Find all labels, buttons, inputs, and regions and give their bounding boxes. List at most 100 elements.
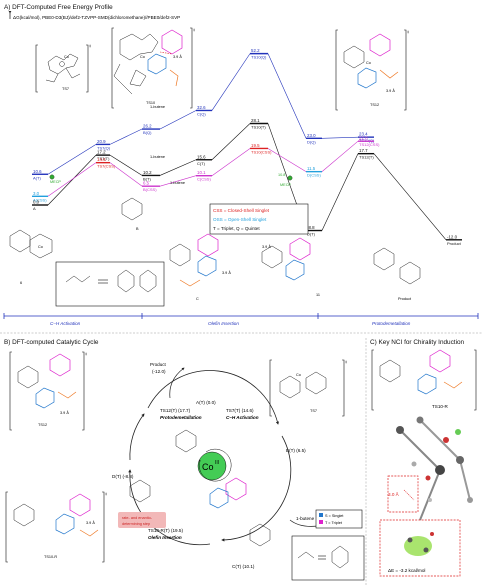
cycle-ts10r-label: TS10-R <box>44 555 57 559</box>
svg-text:Co: Co <box>366 61 371 65</box>
cycle-ts12-distance: 3.9 Å <box>60 410 69 415</box>
butene-label-3: 1-butene <box>170 181 185 185</box>
catalytic-cycle: Product (-12.0) 1-butene Co III TS12(T) … <box>112 362 319 569</box>
spin-legend: CSS = Closed-Shell Singlet OSS = Open-Sh… <box>209 203 309 235</box>
svg-text:‡: ‡ <box>105 492 107 496</box>
level-name-17: D(T) <box>307 232 316 237</box>
ts10-label: TS10 <box>146 101 155 105</box>
int-a-label: 6 <box>20 281 22 285</box>
level-name-4: TS7(T) <box>97 156 110 161</box>
panel-b-title: B) DFT-computed Catalytic Cycle <box>4 339 99 346</box>
butene-label-1: 1-butene <box>150 105 165 109</box>
level-value-17: -8.8 <box>307 225 315 230</box>
panel-a: A) DFT-Computed Free Energy Profile ΔG(k… <box>3 4 479 326</box>
nci-3d-model: 3.0 Å ΔE = -3.2 kcal/mol <box>379 416 473 577</box>
level-value-16: 11.5 <box>307 166 316 171</box>
intermediate-structures: Co 6 B 3.9 Å C 3.9 Å 11 Product <box>9 197 421 301</box>
connector-2-4 <box>267 148 307 172</box>
level-name-16: D(CSS) <box>307 173 321 178</box>
svg-text:Co: Co <box>140 55 145 59</box>
int-d-distance: 3.9 Å <box>262 244 271 249</box>
level-name-19: TS12(CSS) <box>359 142 380 147</box>
connector-2-0 <box>47 162 97 197</box>
level-value-10: 15.6 <box>197 154 206 159</box>
cycle-ts7-label: TS7 <box>310 409 317 413</box>
level-value-20: 17.7 <box>359 148 368 153</box>
connector-2-3 <box>211 148 251 176</box>
panel-c: C) Key NCI for Chirality Induction TS10-… <box>370 339 477 577</box>
int-d-label: 11 <box>316 293 320 297</box>
product-structure-label: Product <box>398 297 412 301</box>
level-value-13: 28.1 <box>251 118 260 123</box>
connector-2-1 <box>109 162 143 187</box>
panel-a-title: A) DFT-Computed Free Energy Profile <box>4 4 113 11</box>
connector-1-0 <box>47 154 97 206</box>
level-value-5: 14.6 <box>97 157 106 162</box>
level-name-3: TS7(Q) <box>97 145 111 150</box>
connector-0-2 <box>159 110 197 130</box>
ts12-label: TS12 <box>370 103 379 107</box>
level-name-11: C(CSS) <box>197 177 211 182</box>
section-olefin-insertion: Olefin Insertion <box>208 321 239 326</box>
ts10-distance: 3.9 Å <box>173 54 182 59</box>
level-name-15: D(Q) <box>307 139 316 144</box>
level-name-7: B(Q) <box>143 130 152 135</box>
ts7-label: TS7 <box>62 87 69 91</box>
rate-note-line1: rate- and enantio- <box>122 516 153 520</box>
svg-text:Co: Co <box>64 55 69 59</box>
level-name-14: TS10(CSS) <box>251 149 272 154</box>
level-name-8: B(T) <box>143 176 151 181</box>
mecp-value: 10.8 <box>278 173 285 177</box>
nci-energy: ΔE = -3.2 kcal/mol <box>388 568 425 573</box>
point-b: B(T) (6.5) <box>286 448 306 453</box>
legend-css: CSS = Closed-Shell Singlet <box>213 208 270 213</box>
level-name-10: C(T) <box>197 161 206 166</box>
connector-0-3 <box>211 53 251 111</box>
level-value-7: 26.2 <box>143 124 152 129</box>
svg-text:‡: ‡ <box>193 28 195 32</box>
svg-text:Co: Co <box>38 245 43 249</box>
connector-2-2 <box>159 175 197 187</box>
level-name-13: TS10(T) <box>251 125 266 130</box>
cycle-center-oxidation: III <box>215 460 219 466</box>
cycle-product-label: Product <box>150 362 167 367</box>
connector-0-4 <box>267 53 307 139</box>
level-name-5: TS7(CSS) <box>97 164 116 169</box>
connector-0-1 <box>109 128 143 145</box>
mecp-markers: MECP 10.8 MECP <box>49 173 293 187</box>
mecp-label-2: MECP <box>280 183 291 187</box>
level-value-19: 22.0 <box>359 136 368 141</box>
section-bar: C–H Activation Olefin Insertion Protodem… <box>3 313 479 326</box>
butene-label-2: 1-butene <box>150 155 165 159</box>
level-name-6: B(CSS) <box>143 187 157 192</box>
step-ts12: TS12(T) (17.7) <box>160 408 191 413</box>
legend-triplet-b: T = Triplet <box>325 521 343 525</box>
step-ts7: TS7(T) (14.6) <box>226 408 254 413</box>
level-value-8: 10.2 <box>143 170 152 175</box>
level-value-4: 17.2 <box>97 150 106 155</box>
level-value-1: 3.0 <box>33 191 40 196</box>
section-ch-activation: C–H Activation <box>50 321 81 326</box>
svg-text:‡: ‡ <box>345 360 347 364</box>
panel-c-ts-label: TS10-R <box>432 404 449 409</box>
point-d: D(T) (-8.8) <box>112 474 134 479</box>
level-name-0: A(T) <box>33 175 41 180</box>
rate-note: rate- and enantio- determining step <box>118 512 166 528</box>
connector-1-1 <box>109 154 143 176</box>
level-value-21: -12.0 <box>447 234 458 239</box>
legend-oss: OSS = Open-Shell Singlet <box>213 217 267 222</box>
svg-text:‡: ‡ <box>89 44 91 48</box>
panel-b: B) DFT-computed Catalytic Cycle ‡ 3.9 Å … <box>4 339 365 581</box>
step-ts12-sub: Protodemetallation <box>160 415 202 420</box>
cycle-butene: 1-butene <box>296 516 315 521</box>
cycle-ts7-structure: ‡ Co TS7 <box>269 359 347 417</box>
level-value-18: 23.4 <box>359 132 368 137</box>
legend-singlet: S = Singlet <box>325 514 344 518</box>
ts7-structure: ‡ Co TS7 <box>35 44 91 93</box>
int-c-label: C <box>196 297 199 301</box>
connector-1-6 <box>373 153 447 240</box>
level-name-2: A <box>33 206 36 211</box>
level-value-11: 10.1 <box>197 170 206 175</box>
ts12-structure: ‡ Co 3.9 Å TS12 <box>335 29 409 111</box>
section-protodemetallation: Protodemetallation <box>372 321 411 326</box>
